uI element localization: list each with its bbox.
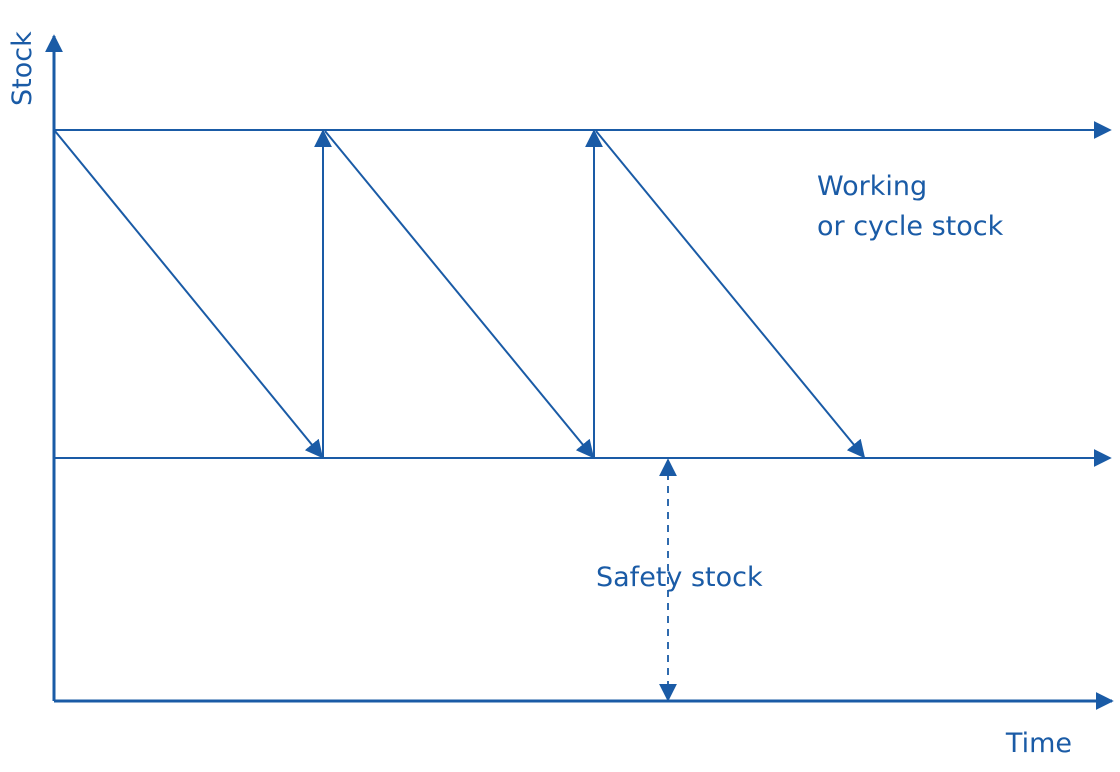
- y-axis-label: Stock: [7, 31, 38, 106]
- depletion-arrow-1: [54, 130, 324, 459]
- working-stock-label-line-1: Working: [817, 171, 927, 202]
- safety-stock-label: Safety stock: [596, 562, 763, 593]
- depletion-arrow-2: [324, 130, 595, 459]
- x-axis-label: Time: [1005, 728, 1072, 759]
- depletion-arrow-3: [595, 130, 866, 459]
- working-stock-label-line-2: or cycle stock: [817, 211, 1004, 242]
